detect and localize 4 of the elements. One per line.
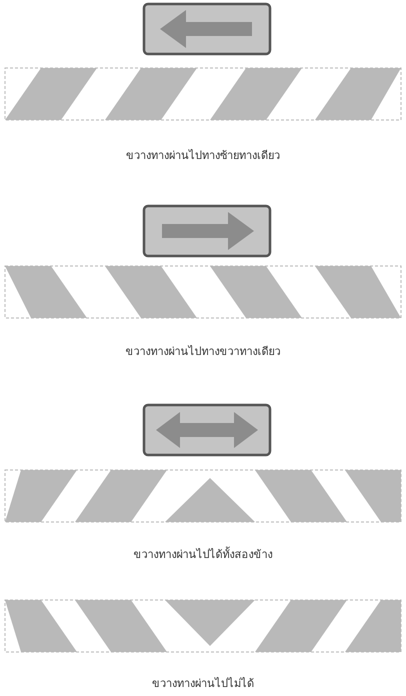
sign-caption: ขวางทางผ่านไปทางขวาทางเดียว [124, 344, 282, 360]
sign-caption: ขวางทางผ่านไปทางซ้ายทางเดียว [125, 148, 281, 164]
sign-caption: ขวางทางผ่านไปไม่ได้ [151, 676, 255, 692]
sign-caption: ขวางทางผ่านไปได้ทั้งสองข้าง [132, 546, 274, 563]
